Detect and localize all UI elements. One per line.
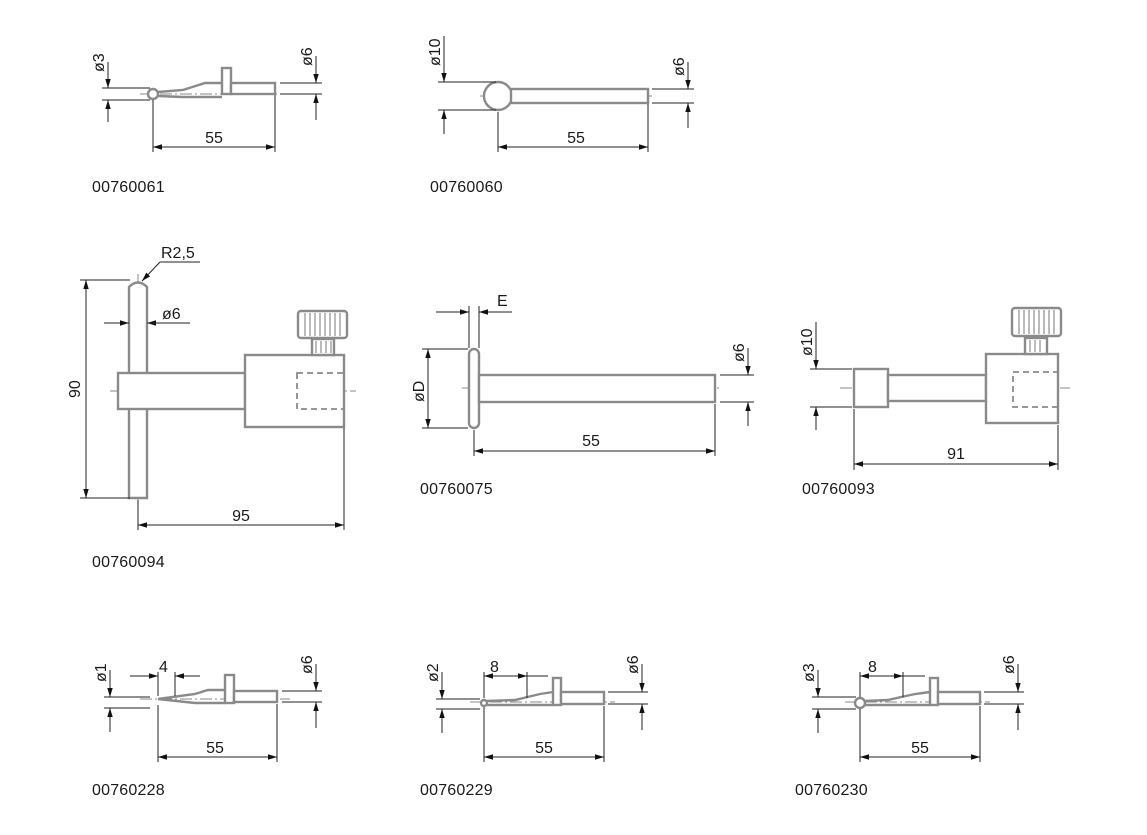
part-code: 00760061 — [92, 179, 165, 196]
dim-length: 55 — [582, 433, 600, 450]
dim-length: 95 — [232, 508, 250, 525]
part-code: 00760060 — [430, 179, 503, 196]
dim-tip: ø3 — [801, 663, 818, 682]
holder-00760094: R2,5 ø6 90 95 00760094 — [67, 245, 356, 571]
dim-shank: ø6 — [731, 343, 748, 362]
dim-tip: ø10 — [799, 328, 816, 356]
dim-shank: ø6 — [671, 57, 688, 76]
dim-tip: ø3 — [91, 53, 108, 72]
dim-shank: ø6 — [299, 47, 316, 66]
dim-length: 91 — [947, 446, 965, 463]
dim-length: 55 — [206, 740, 224, 757]
dim-taper: 8 — [490, 659, 499, 676]
dim-tip: ø10 — [427, 38, 444, 66]
part-code: 00760094 — [92, 554, 165, 571]
holder-00760093: ø10 91 00760093 — [799, 306, 1070, 498]
probe-00760229: 8 ø2 ø6 55 00760229 — [420, 655, 648, 799]
part-code: 00760230 — [795, 782, 868, 799]
probe-00760230: 8 ø3 ø6 55 00760230 — [795, 655, 1024, 799]
dim-tip: ø1 — [93, 663, 110, 682]
part-code: 00760075 — [420, 481, 493, 498]
dim-shank: ø6 — [1001, 655, 1018, 674]
dim-length: 55 — [911, 740, 929, 757]
part-code: 00760093 — [802, 481, 875, 498]
probe-00760061: 55 ø3 ø6 00760061 — [91, 47, 322, 196]
probe-00760228: 4 ø1 ø6 55 00760228 — [92, 655, 322, 799]
dim-taper: 8 — [868, 659, 877, 676]
dim-height: 90 — [67, 380, 84, 398]
part-code: 00760229 — [420, 782, 493, 799]
part-code: 00760228 — [92, 782, 165, 799]
dim-thickness: E — [497, 293, 508, 310]
probe-00760060: 55 ø10 ø6 00760060 — [427, 36, 694, 196]
dim-length: 55 — [567, 130, 585, 147]
dim-radius: R2,5 — [161, 245, 195, 262]
dim-shank: ø6 — [625, 655, 642, 674]
dim-taper: 4 — [159, 659, 168, 676]
dim-length: 55 — [205, 130, 223, 147]
disc-probe-00760075: E øD ø6 55 00760075 — [411, 293, 754, 498]
dim-disc: øD — [411, 381, 428, 402]
dim-length: 55 — [535, 740, 553, 757]
dim-rod: ø6 — [162, 306, 181, 323]
dim-tip: ø2 — [425, 663, 442, 682]
dim-shank: ø6 — [299, 655, 316, 674]
